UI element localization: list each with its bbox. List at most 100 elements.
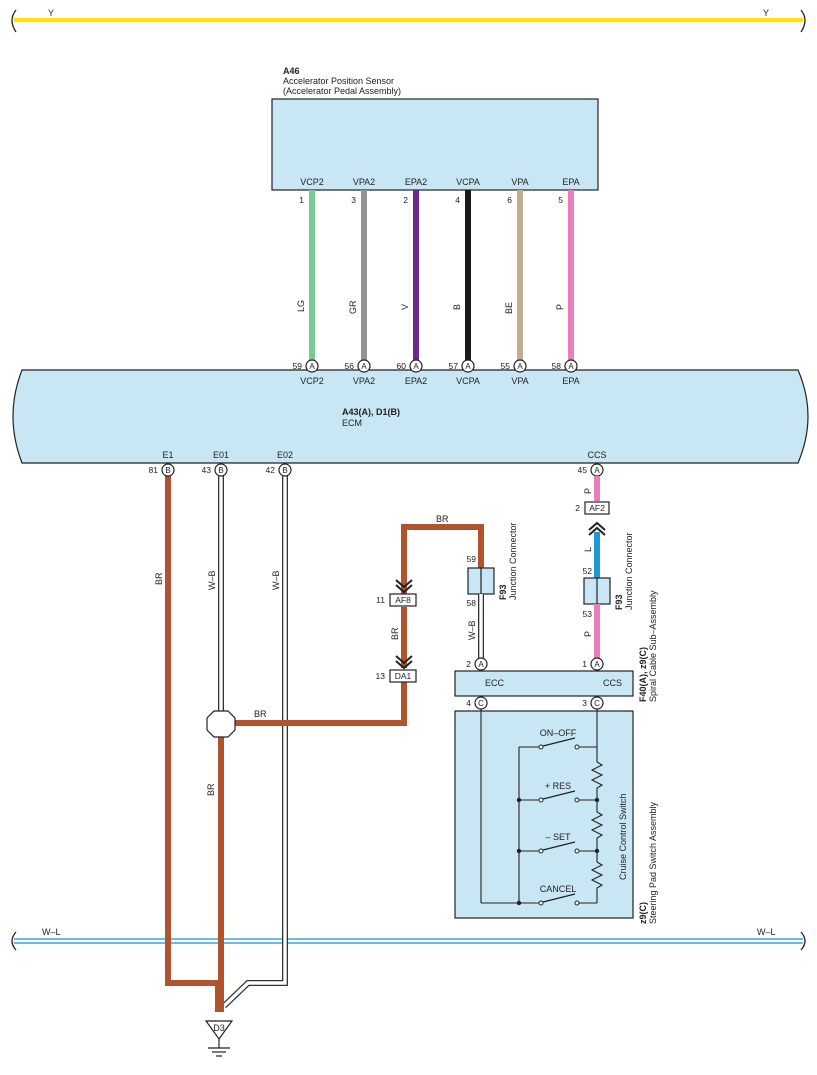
sensor-pin-num-4: 4 — [455, 195, 460, 205]
ecm-pin-57-conn: A — [465, 362, 471, 371]
junction-left-pin-bottom: 58 — [467, 598, 477, 608]
switch-set-label: – SET — [545, 832, 571, 842]
spiral-pin-3c-num: 3 — [582, 698, 587, 708]
ecm-bottom-name-e01: E01 — [213, 450, 229, 460]
switch-res-blade — [542, 790, 576, 800]
sensor-wires: 1 3 2 4 6 5 LG GR V B BE P — [296, 190, 574, 360]
wire-label-splice: BR — [254, 709, 267, 719]
sensor-box — [271, 98, 599, 191]
wire-label-p: P — [555, 304, 565, 310]
wire-label-e1-lower: BR — [206, 783, 216, 796]
sensor-pin-name-5: VPA — [511, 177, 528, 187]
wire-label-gr: GR — [348, 300, 358, 314]
spiral-pin-2a-num: 2 — [466, 659, 471, 669]
ecm-top-name-3: EPA2 — [405, 376, 427, 386]
ecm-body — [12, 369, 809, 464]
junction-right-code: F93 — [614, 594, 624, 610]
steering-pad-name: Steering Pad Switch Assembly — [648, 801, 658, 924]
wire-label-ccs-bot: P — [583, 631, 593, 637]
wire-e1-br — [165, 474, 221, 1012]
power-line-left-label: Y — [48, 8, 54, 18]
ecm-pin-43-conn: B — [218, 466, 223, 475]
spiral-pin-4c-num: 4 — [466, 698, 471, 708]
switch-cancel-blade — [542, 893, 576, 903]
ecm-pin-55-num: 55 — [501, 361, 511, 371]
wire-e02-wb-outer — [221, 474, 288, 1009]
ground-d3: D3 — [204, 1020, 234, 1057]
ecm-pin-59-conn: A — [309, 362, 315, 371]
junction-right-pin-top: 52 — [583, 566, 593, 576]
sensor-pin-name-1: VCP2 — [300, 177, 324, 187]
switch-res-label: + RES — [545, 781, 571, 791]
ecm-top-name-5: VPA — [511, 376, 528, 386]
spiral-pin-1a-conn: A — [594, 660, 600, 669]
spiral-cable: ECC CCS A 2 A 1 C 4 C 3 F40(A), z9(C) Sp… — [454, 590, 658, 710]
ground-triangle — [204, 1020, 234, 1041]
switch-set-junction-right — [594, 848, 600, 854]
junction-left-code: F93 — [498, 584, 508, 600]
ground-label: D3 — [213, 1023, 225, 1033]
ecm-pin-42-conn: B — [282, 466, 287, 475]
ground-bus-right-end — [800, 931, 806, 951]
switch-cancel-label: CANCEL — [540, 884, 577, 894]
da1-chevron-2 — [395, 660, 413, 670]
switch-cancel: CANCEL — [516, 884, 597, 906]
spiral-left-name: ECC — [485, 678, 505, 688]
ecm: A43(A), D1(B) ECM VCP2 VPA2 EPA2 VCPA VP… — [12, 369, 809, 464]
connector-af2-label: AF2 — [589, 503, 605, 513]
spiral-right-name: CCS — [603, 678, 622, 688]
spiral-pin-2a — [474, 657, 488, 671]
ecm-bottom-name-e1: E1 — [162, 450, 173, 460]
resistor-2 — [590, 800, 604, 851]
af8-chevron-2 — [395, 584, 413, 594]
ground-bus-left-label: W–L — [42, 927, 61, 937]
ecm-pin-60-conn: A — [413, 362, 419, 371]
spiral-pin-3c-conn: C — [594, 699, 600, 708]
spiral-name: Spiral Cable Sub–Assembly — [648, 590, 658, 702]
switch-on-off-blade — [542, 737, 576, 747]
ground-bus: W–L W–L — [11, 927, 806, 951]
wire-label-ccs-top: P — [583, 488, 593, 494]
ecm-pin-60 — [409, 359, 423, 373]
wire-label-e01: W–B — [207, 570, 217, 590]
junction-left: 59 58 F93 Junction Connector W–B — [467, 522, 518, 658]
ecm-bottom-name-e02: E02 — [277, 450, 293, 460]
ecm-pin-81 — [161, 463, 175, 477]
sensor-code: A46 — [283, 66, 300, 76]
sensor-name-line1: Accelerator Position Sensor — [283, 76, 394, 86]
wire-label-v: V — [400, 304, 410, 310]
ecm-pin-57-num: 57 — [449, 361, 459, 371]
ground-bus-left-end — [11, 931, 17, 951]
switch-on-off-contact-left — [538, 744, 544, 750]
wire-splice-br — [221, 680, 407, 726]
switch-res-contact-left — [538, 797, 544, 803]
splice-point — [206, 710, 236, 738]
wire-label-ccs-mid: L — [583, 547, 593, 552]
sensor-pin-num-1: 1 — [299, 195, 304, 205]
af8-branch: BR BR AF8 11 DA1 13 — [376, 514, 484, 683]
connector-da1-label: DA1 — [395, 671, 412, 681]
power-line: Y Y — [11, 8, 806, 33]
ecm-top-name-1: VCP2 — [300, 376, 324, 386]
switch-set-contact-right — [574, 848, 580, 854]
ground-wires: BR BR W–B W–B BR B 81 B 43 B 42 — [149, 463, 407, 1012]
ecm-name: ECM — [342, 418, 362, 428]
wire-af8-top-br — [401, 524, 484, 595]
af2-chevron-1 — [588, 521, 606, 531]
sensor-pin-num-6: 5 — [558, 195, 563, 205]
ecm-pin-58 — [564, 359, 578, 373]
spiral-pin-1a — [590, 657, 604, 671]
spiral-cable-box — [454, 670, 634, 697]
switch-set: – SET — [516, 832, 600, 854]
cruise-control-switch-label: Cruise Control Switch — [618, 793, 628, 880]
ecm-pin-55 — [513, 359, 527, 373]
ecm-pin-56-num: 56 — [345, 361, 355, 371]
ecm-pin-60-num: 60 — [397, 361, 407, 371]
switch-on-off: ON–OFF — [519, 728, 597, 750]
power-line-right-label: Y — [763, 8, 769, 18]
ecm-pin-81-num: 81 — [149, 465, 159, 475]
ecm-top-name-4: VCPA — [456, 376, 480, 386]
junction-right-name: Junction Connector — [624, 532, 634, 610]
sensor-pin-name-3: EPA2 — [405, 177, 427, 187]
